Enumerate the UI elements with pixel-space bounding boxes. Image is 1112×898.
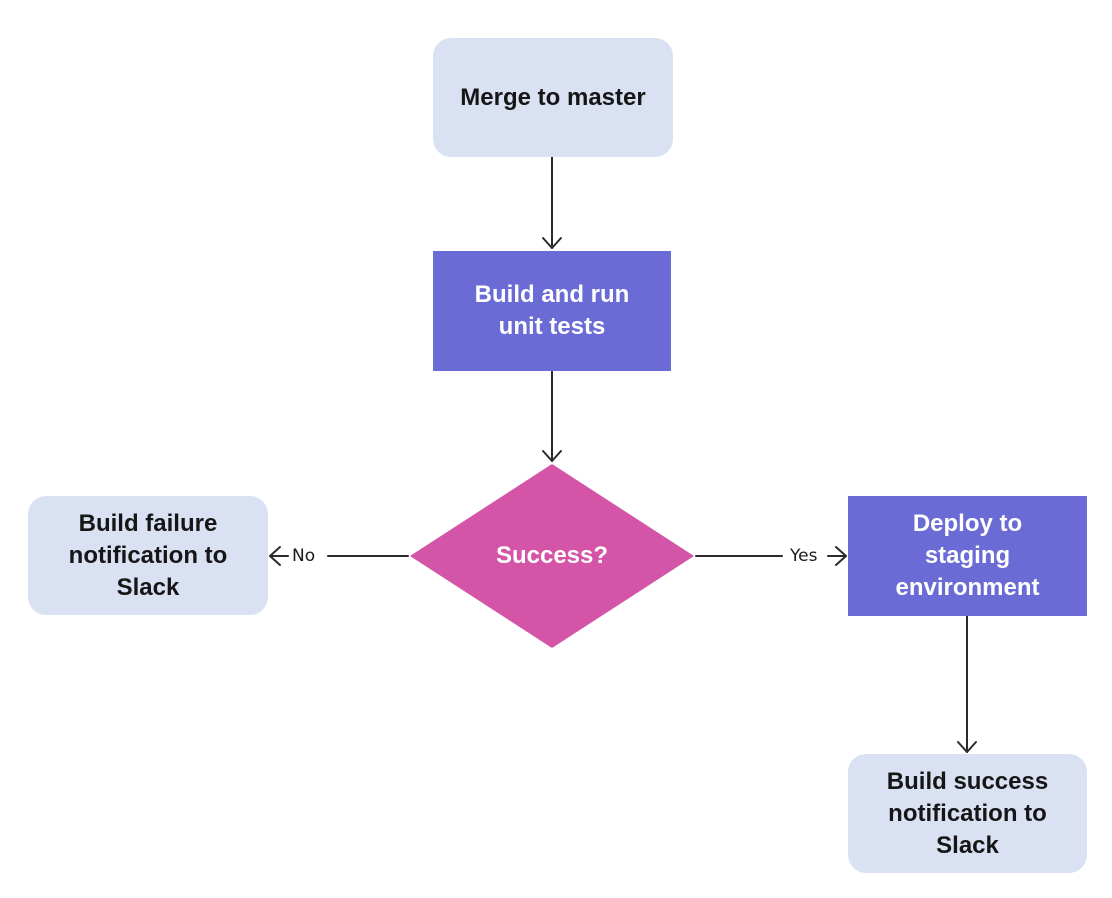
merge-to-master-node[interactable]: Merge to master: [433, 38, 673, 157]
build-failure-notification-node[interactable]: Build failure notification to Slack: [28, 496, 268, 615]
deploy-to-staging-label: Deploy to staging environment: [895, 510, 1040, 601]
build-failure-notification-label: Build failure notification to Slack: [68, 509, 228, 601]
deploy-to-staging-node[interactable]: Deploy to staging environment: [848, 496, 1087, 616]
arrowhead-failure: [269, 546, 281, 566]
arrowhead-build: [542, 237, 562, 249]
success-decision-label[interactable]: Success?: [452, 536, 652, 576]
build-and-run-unit-tests-label: Build and run unit tests: [474, 281, 630, 340]
merge-to-master-label: Merge to master: [460, 83, 646, 111]
build-success-notification-label: Build success notification to Slack: [886, 767, 1049, 859]
decision-diamond: [410, 464, 694, 648]
arrowhead-decision: [542, 450, 562, 462]
arrowhead-success: [957, 741, 977, 753]
edge-label-no: No: [289, 546, 319, 566]
build-and-run-unit-tests-node[interactable]: Build and run unit tests: [433, 251, 671, 371]
arrowhead-deploy: [835, 546, 847, 566]
build-success-notification-node[interactable]: Build success notification to Slack: [848, 754, 1087, 873]
success-decision-text: Success?: [495, 542, 609, 569]
edge-label-yes: Yes: [787, 546, 821, 566]
